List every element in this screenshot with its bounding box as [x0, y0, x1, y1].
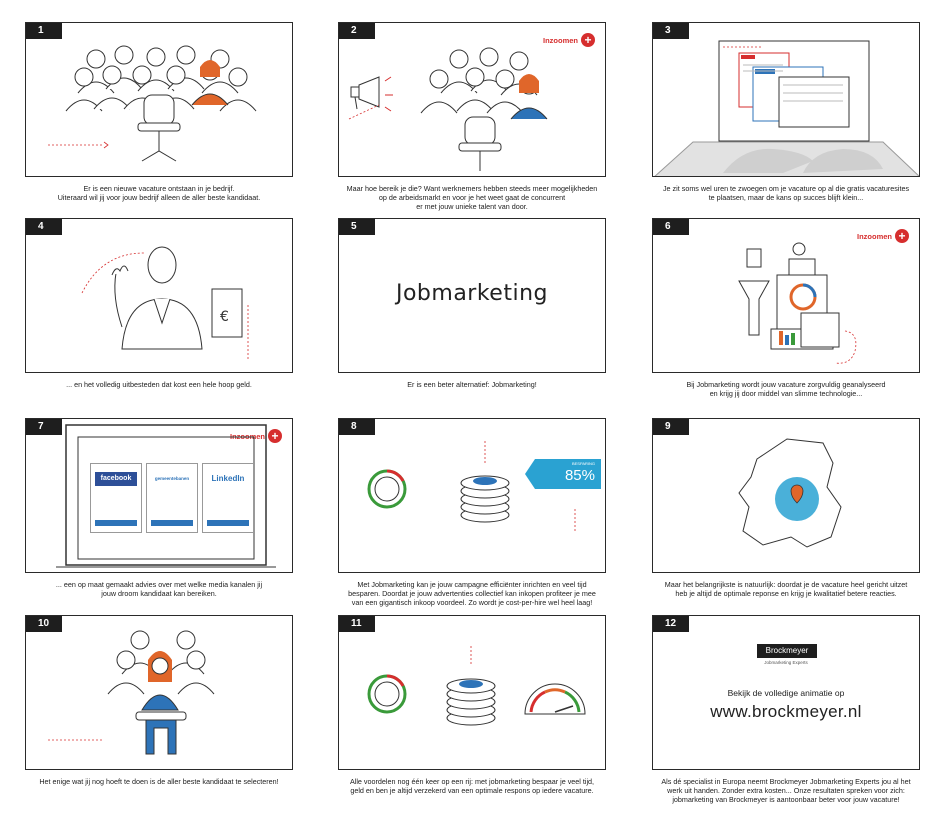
brockmeyer-logo: Brockmeyer [757, 644, 817, 658]
panel-frame: 4 € [25, 218, 293, 373]
panel-number: 8 [339, 419, 375, 435]
panel-number: 7 [26, 419, 62, 435]
svg-text:€: € [220, 309, 229, 325]
panel-frame: 12 Brockmeyer Jobmarketing Experts Bekij… [652, 615, 920, 770]
panel-number: 10 [26, 616, 62, 632]
selected-candidate-illustration [48, 630, 215, 755]
zoom-in-button[interactable]: Inzoomen + [543, 33, 595, 47]
panel-number: 5 [339, 219, 375, 235]
plus-icon: + [268, 429, 282, 443]
panel-frame: 9 [652, 418, 920, 573]
panel-frame: 11 [338, 615, 606, 770]
savings-illustration [367, 441, 576, 531]
laptop-illustration [654, 40, 919, 176]
analysis-machine-illustration [738, 242, 857, 364]
panel-frame: 3 [652, 22, 920, 177]
facebook-card[interactable]: facebook [90, 463, 142, 533]
panel-number: 9 [653, 419, 689, 435]
netherlands-map-illustration [738, 438, 842, 548]
panel-number: 6 [653, 219, 689, 235]
panel-number: 1 [26, 23, 62, 39]
card-button[interactable] [207, 520, 249, 526]
panel-caption: ... en het volledig uitbesteden dat kost… [66, 380, 252, 389]
panel-frame: 10 [25, 615, 293, 770]
panel-caption: Bij Jobmarketing wordt jouw vacature zor… [686, 380, 886, 398]
panel-caption: Maar het belangrijkste is natuurlijk: do… [664, 580, 908, 598]
panel-frame: 5 Jobmarketing [338, 218, 606, 373]
savings-value: 85% [564, 467, 595, 484]
linkedin-logo: LinkedIn [211, 474, 245, 483]
panel-caption: Er is een beter alternatief: Jobmarketin… [407, 380, 537, 389]
crowd-illustration [48, 45, 257, 162]
gemeentebanen-card[interactable]: gemeentebanen [146, 463, 198, 533]
linkedin-card[interactable]: LinkedIn [202, 463, 254, 533]
panel-number: 4 [26, 219, 62, 235]
panel-caption: Als dé specialist in Europa neemt Brockm… [661, 777, 911, 804]
panel-frame: 6 Inzoomen + [652, 218, 920, 373]
watch-animation-text: Bekijk de volledige animatie op [727, 688, 845, 698]
savings-label: BESPARING [571, 461, 595, 466]
panel-number: 2 [339, 23, 375, 39]
zoom-label: Inzoomen [857, 231, 892, 241]
panel-caption: Er is een nieuwe vacature ontstaan in je… [57, 184, 261, 202]
card-button[interactable] [151, 520, 193, 526]
savings-badge: BESPARING 85% [535, 459, 601, 489]
facebook-logo: facebook [95, 472, 137, 486]
zoom-label: Inzoomen [543, 35, 578, 45]
panel-frame: 8 BESPARING 85% [338, 418, 606, 573]
panel-frame: 7 Inzoomen + facebook gemeentebanen Link… [25, 418, 293, 573]
panel-caption: Het enige wat jij nog hoeft te doen is d… [39, 777, 279, 786]
panel-number: 12 [653, 616, 689, 632]
plus-icon: + [581, 33, 595, 47]
logo-subtitle: Jobmarketing Experts [764, 660, 808, 665]
panel-caption: Met Jobmarketing kan je jouw campagne ef… [348, 580, 596, 607]
panel-caption: ... een op maat gemaakt advies over met … [55, 580, 263, 598]
panel-number: 11 [339, 616, 375, 632]
panel-caption: Alle voordelen nog één keer op een rij: … [349, 777, 595, 795]
card-button[interactable] [95, 520, 137, 526]
plus-icon: + [895, 229, 909, 243]
zoom-in-button[interactable]: Inzoomen + [230, 429, 282, 443]
tv-screen-frame [56, 424, 276, 568]
zoom-in-button[interactable]: Inzoomen + [857, 229, 909, 243]
website-link[interactable]: www.brockmeyer.nl [710, 702, 862, 721]
crowd-megaphone-illustration [348, 47, 548, 171]
panel-frame: 1 [25, 22, 293, 177]
panel-number: 3 [653, 23, 689, 39]
man-with-invoice-illustration: € [81, 246, 249, 359]
gemeentebanen-logo: gemeentebanen [154, 476, 190, 481]
panel-caption: Maar hoe bereik je die? Want werknemers … [346, 184, 598, 211]
jobmarketing-title: Jobmarketing [395, 281, 548, 306]
zoom-label: Inzoomen [230, 431, 265, 441]
benefits-summary-illustration [367, 646, 586, 726]
panel-frame: 2 Inzoomen + [338, 22, 606, 177]
panel-caption: Je zit soms wel uren te zwoegen om je va… [662, 184, 910, 202]
